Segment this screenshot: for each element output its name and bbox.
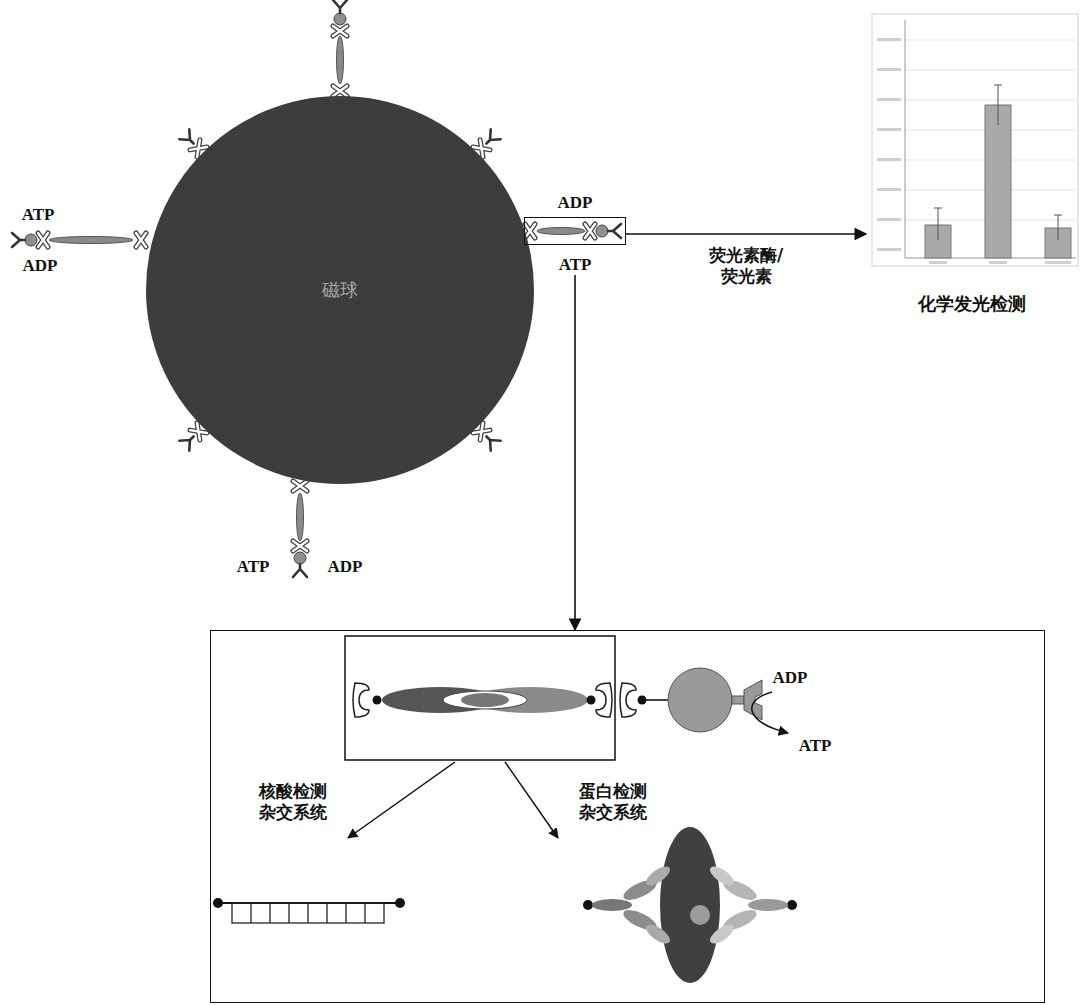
- magnetic-bead: 磁球: [145, 95, 535, 485]
- antibody: [179, 129, 207, 157]
- enclosure-box: [524, 217, 626, 245]
- antibody: [179, 423, 207, 451]
- atp-adp-label: ADP: [328, 557, 363, 577]
- bar-chart: [872, 14, 1078, 266]
- atp-adp-label: ATP: [237, 557, 270, 577]
- conjugate: [12, 233, 146, 247]
- atp-adp-label: ADP: [773, 668, 808, 688]
- node-label: ATP: [559, 255, 592, 275]
- connector-arrow: [574, 275, 576, 630]
- conjugate: [525, 224, 621, 238]
- conjugate: [333, 0, 347, 96]
- nucleic-acid-duplex: [213, 898, 405, 923]
- node-label: 蛋白检测杂交系统: [576, 781, 650, 824]
- node-label: 核酸检测杂交系统: [256, 781, 330, 824]
- connector-arrow: [626, 233, 866, 235]
- chemiluminescence-panel: 化学发光检测: [866, 12, 1078, 317]
- hybridization-illustration: [213, 636, 797, 983]
- atp-adp-label: ATP: [22, 205, 55, 225]
- probe-frame: [345, 636, 615, 760]
- atp-adp-label: ADP: [23, 256, 58, 276]
- antibody: [473, 423, 501, 451]
- bead-fill: [146, 96, 534, 484]
- node-label: 化学发光检测: [866, 293, 1078, 316]
- node-label: ADP: [558, 193, 593, 213]
- edge-label: 荧光素酶/荧光素: [700, 244, 792, 289]
- bead-conjugates: [12, 0, 621, 577]
- conjugate: [293, 481, 307, 577]
- detection-box: ADP ATP: [524, 193, 626, 275]
- atp-adp-label: ATP: [799, 736, 832, 756]
- hybridization-panel: 核酸检测杂交系统 蛋白检测杂交系统: [210, 630, 1045, 1003]
- protein-sandwich: [583, 827, 797, 983]
- node-label: 磁球: [322, 279, 358, 302]
- antibody: [473, 129, 501, 157]
